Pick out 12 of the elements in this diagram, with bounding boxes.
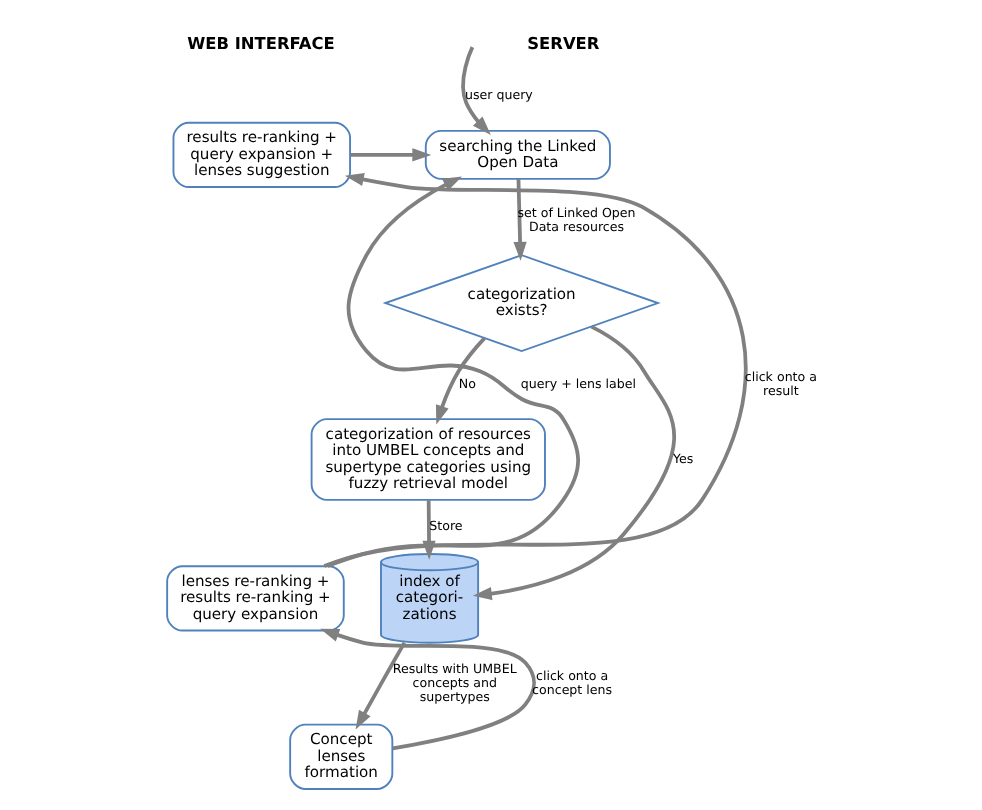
arrow	[349, 147, 431, 161]
arrow	[471, 323, 675, 600]
arrow	[512, 177, 526, 260]
arrow	[325, 175, 579, 567]
label: SERVER	[526, 31, 599, 52]
arrow	[322, 171, 747, 567]
arrow	[434, 335, 485, 424]
arrow	[460, 45, 490, 134]
arrow	[354, 640, 406, 729]
label: WEB INTERFACE	[186, 31, 334, 52]
arrow	[319, 627, 536, 750]
arrow	[421, 499, 435, 559]
